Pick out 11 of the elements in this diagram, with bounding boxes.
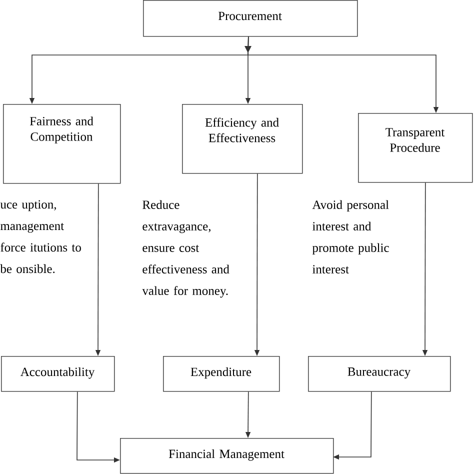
- process-box: Transparent Procedure: [358, 113, 473, 183]
- process-box: Expenditure: [163, 356, 280, 392]
- annotation-text: Reduce extravagance, ensure cost effectiveness and value for money.: [142, 200, 230, 298]
- process-box: Procurement: [143, 0, 358, 37]
- annotation-text: Avoid personal interest and promote public interest: [312, 200, 389, 274]
- process-box: Financial Management: [120, 438, 334, 474]
- process-box: Fairness and Competition: [3, 104, 121, 184]
- process-box: Accountability: [1, 356, 115, 392]
- process-box: Efficiency and Effectiveness: [182, 104, 303, 174]
- process-box: Bureaucracy: [308, 356, 451, 392]
- annotation-text: uce uption, management force itutions to be onsible.: [0, 200, 81, 274]
